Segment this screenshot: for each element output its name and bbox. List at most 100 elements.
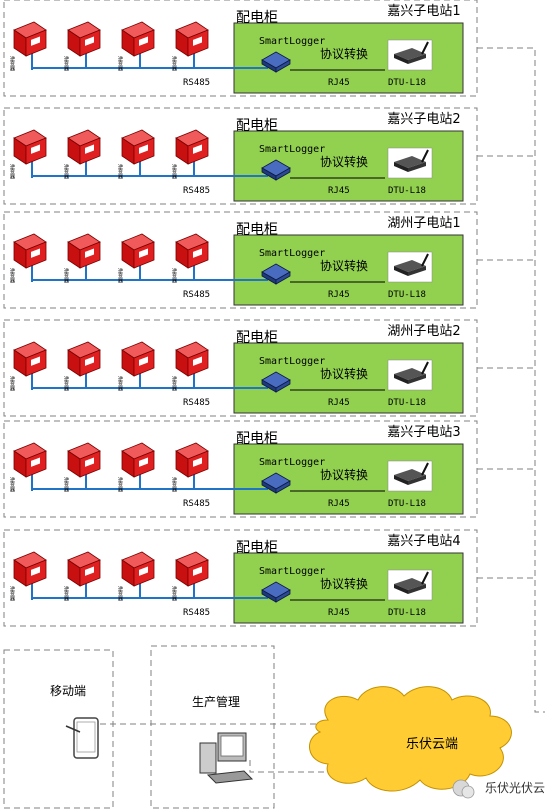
inverter-icon [175, 442, 209, 478]
dtu-icon [387, 569, 433, 601]
inverter-icon [67, 442, 101, 478]
inverter-label: 逆变器 [9, 585, 15, 602]
inverter-label: 逆变器 [63, 55, 69, 72]
cabinet-label: 配电柜 [236, 118, 278, 134]
computer-to-cloud-link [249, 760, 340, 773]
dtu-icon [387, 39, 433, 71]
inverter-icon [13, 233, 47, 269]
inverter-icon [175, 21, 209, 57]
station-group: 配电柜湖州子电站1逆变器逆变器逆变器逆变器SmartLogger协议转换RS48… [3, 211, 535, 309]
cabinet-label: 配电柜 [236, 330, 278, 346]
rs485-label: RS485 [183, 290, 210, 300]
inverter-icon [67, 341, 101, 377]
inverter-icon [13, 551, 47, 587]
computer-icon [199, 732, 254, 784]
rj45-label: RJ45 [328, 290, 350, 300]
station-name: 湖州子电站1 [387, 216, 460, 231]
rj45-label: RJ45 [328, 78, 350, 88]
dtu-label: DTU-L18 [388, 290, 426, 300]
dtu-label: DTU-L18 [388, 186, 426, 196]
protocol-label: 协议转换 [320, 258, 368, 273]
inverter-label: 逆变器 [63, 476, 69, 493]
inverter-label: 逆变器 [9, 267, 15, 284]
inverter-label: 逆变器 [117, 163, 123, 180]
inverter-label: 逆变器 [117, 375, 123, 392]
station-name: 湖州子电站2 [387, 324, 460, 339]
inverter-icon [13, 442, 47, 478]
rs485-label: RS485 [183, 398, 210, 408]
station-name: 嘉兴子电站1 [387, 4, 460, 19]
station-group: 配电柜嘉兴子电站2逆变器逆变器逆变器逆变器SmartLogger协议转换RS48… [3, 107, 535, 205]
cabinet-label: 配电柜 [236, 10, 278, 26]
dtu-icon [387, 251, 433, 283]
inverter-label: 逆变器 [171, 55, 177, 72]
protocol-label: 协议转换 [320, 154, 368, 169]
inverter-label: 逆变器 [9, 476, 15, 493]
cabinet-label: 配电柜 [236, 431, 278, 447]
station-name: 嘉兴子电站4 [387, 534, 460, 549]
station-group: 配电柜湖州子电站2逆变器逆变器逆变器逆变器SmartLogger协议转换RS48… [3, 319, 535, 417]
inverter-icon [67, 129, 101, 165]
tablet-icon [65, 717, 99, 759]
inverter-label: 逆变器 [117, 267, 123, 284]
inverter-icon [67, 551, 101, 587]
inverter-icon [121, 233, 155, 269]
smartlogger-label: SmartLogger [259, 566, 325, 577]
cloud-label: 乐伏云端 [406, 737, 458, 752]
inverter-icon [121, 551, 155, 587]
inverter-label: 逆变器 [9, 375, 15, 392]
inverter-icon [121, 21, 155, 57]
rj45-label: RJ45 [328, 398, 350, 408]
inverter-label: 逆变器 [9, 55, 15, 72]
inverter-label: 逆变器 [63, 163, 69, 180]
cabinet-label: 配电柜 [236, 540, 278, 556]
smartlogger-label: SmartLogger [259, 457, 325, 468]
rs485-label: RS485 [183, 608, 210, 618]
inverter-label: 逆变器 [171, 163, 177, 180]
inverter-icon [67, 21, 101, 57]
inverter-icon [175, 233, 209, 269]
station-group: 配电柜嘉兴子电站4逆变器逆变器逆变器逆变器SmartLogger协议转换RS48… [3, 529, 535, 627]
inverter-icon [175, 551, 209, 587]
dtu-label: DTU-L18 [388, 398, 426, 408]
inverter-label: 逆变器 [117, 585, 123, 602]
inverter-icon [175, 129, 209, 165]
station-name: 嘉兴子电站3 [387, 425, 460, 440]
mobile-box [3, 649, 114, 809]
rs485-label: RS485 [183, 499, 210, 509]
production-label: 生产管理 [192, 694, 240, 709]
dtu-icon [387, 359, 433, 391]
rj45-label: RJ45 [328, 608, 350, 618]
smartlogger-label: SmartLogger [259, 248, 325, 259]
inverter-label: 逆变器 [171, 476, 177, 493]
inverter-label: 逆变器 [9, 163, 15, 180]
dtu-label: DTU-L18 [388, 78, 426, 88]
smartlogger-label: SmartLogger [259, 144, 325, 155]
station-name: 嘉兴子电站2 [387, 112, 460, 127]
inverter-icon [67, 233, 101, 269]
inverter-label: 逆变器 [117, 476, 123, 493]
inverter-icon [121, 442, 155, 478]
inverter-label: 逆变器 [171, 585, 177, 602]
dtu-label: DTU-L18 [388, 499, 426, 509]
rj45-label: RJ45 [328, 499, 350, 509]
protocol-label: 协议转换 [320, 467, 368, 482]
inverter-icon [13, 21, 47, 57]
inverter-label: 逆变器 [117, 55, 123, 72]
watermark-label: 乐伏光伏云 [485, 781, 545, 795]
protocol-label: 协议转换 [320, 576, 368, 591]
production-box [150, 645, 275, 809]
smartlogger-label: SmartLogger [259, 356, 325, 367]
protocol-label: 协议转换 [320, 366, 368, 381]
dtu-icon [387, 460, 433, 492]
cloud-shape [309, 686, 512, 792]
inverter-icon [13, 341, 47, 377]
station-group: 配电柜嘉兴子电站1逆变器逆变器逆变器逆变器SmartLogger协议转换RS48… [3, 0, 535, 97]
watermark-icon [452, 779, 475, 799]
inverter-icon [13, 129, 47, 165]
dtu-icon [387, 147, 433, 179]
inverter-label: 逆变器 [171, 375, 177, 392]
protocol-label: 协议转换 [320, 46, 368, 61]
